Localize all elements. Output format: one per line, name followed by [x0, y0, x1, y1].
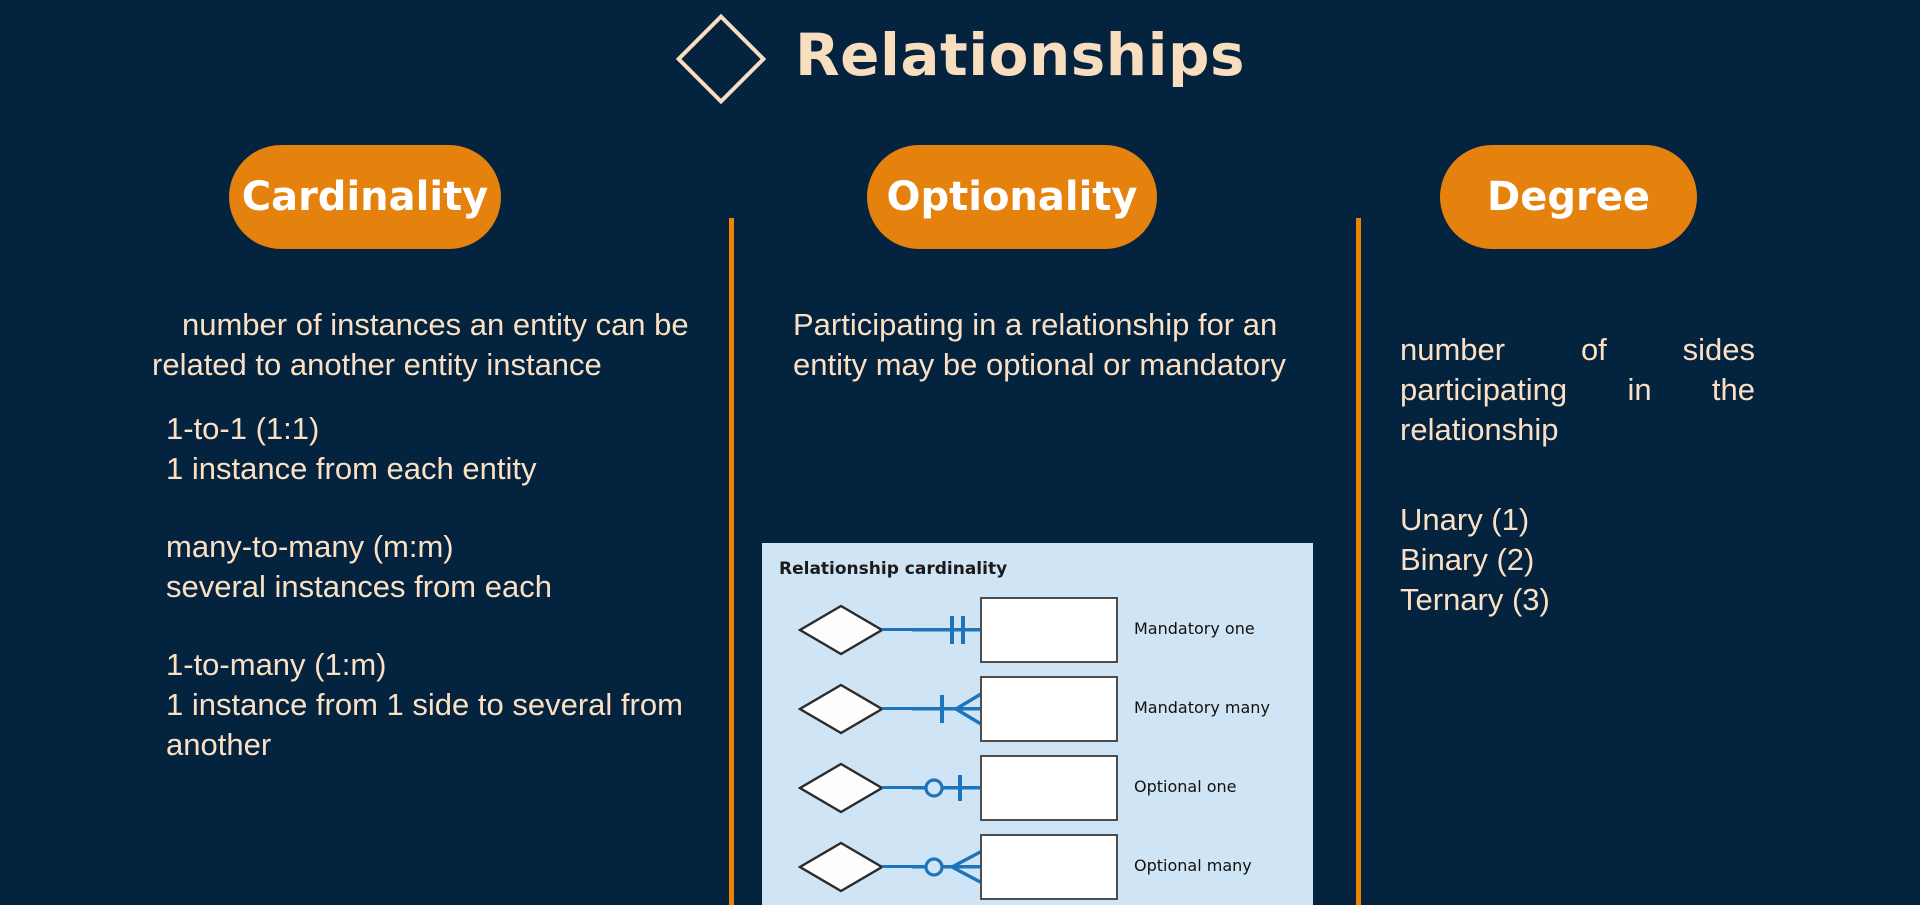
cardinality-item-2: many-to-many (m:m) several instances fro… [152, 527, 717, 607]
cardinality-item-3-desc: 1 instance from 1 side to several from a… [166, 686, 683, 762]
entity-box [980, 676, 1118, 742]
figure-row-label: Mandatory one [1134, 619, 1255, 638]
circle-bar-icon [912, 757, 986, 819]
figure-row-mandatory-many: Mandatory many [762, 670, 1313, 748]
column-cardinality: number of instances an entity can be rel… [152, 305, 717, 765]
optionality-lead: Participating in a relationship for an e… [793, 307, 1286, 382]
pill-cardinality: Cardinality [229, 145, 501, 249]
double-bar-icon [912, 599, 986, 661]
cardinality-item-1-desc: 1 instance from each entity [166, 450, 537, 486]
cardinality-item-2-name: many-to-many (m:m) [166, 528, 454, 564]
degree-list: Unary (1) Binary (2) Ternary (3) [1400, 450, 1755, 620]
diamond-outline-icon [675, 13, 767, 105]
bar-crowsfoot-icon [912, 678, 986, 740]
circle-crowsfoot-icon [912, 836, 986, 898]
entity-box [980, 755, 1118, 821]
slide-title-row: Relationships [0, 0, 1920, 110]
pill-optionality: Optionality [867, 145, 1157, 249]
degree-item-binary: Binary (2) [1400, 541, 1535, 577]
figure-row-label: Optional one [1134, 777, 1237, 796]
relationship-cardinality-figure: Relationship cardinality Mandatory one [762, 543, 1313, 905]
entity-box [980, 834, 1118, 900]
figure-row-optional-one: Optional one [762, 749, 1313, 827]
relationship-diamond-icon [798, 604, 884, 656]
cardinality-item-3: 1-to-many (1:m) 1 instance from 1 side t… [152, 645, 717, 765]
degree-lead: number of sides participating in the rel… [1400, 332, 1755, 447]
pill-degree: Degree [1440, 145, 1697, 249]
page-title: Relationships [795, 21, 1245, 89]
cardinality-lead: number of instances an entity can be rel… [152, 307, 689, 382]
cardinality-item-2-desc: several instances from each [166, 568, 552, 604]
entity-box [980, 597, 1118, 663]
degree-item-ternary: Ternary (3) [1400, 581, 1550, 617]
column-degree: number of sides participating in the rel… [1400, 330, 1755, 620]
relationship-diamond-icon [798, 683, 884, 735]
figure-row-optional-many: Optional many [762, 828, 1313, 905]
figure-row-mandatory-one: Mandatory one [762, 591, 1313, 669]
figure-row-label: Optional many [1134, 856, 1252, 875]
relationship-diamond-icon [798, 762, 884, 814]
degree-item-unary: Unary (1) [1400, 501, 1530, 537]
cardinality-item-3-name: 1-to-many (1:m) [166, 646, 387, 682]
column-optionality: Participating in a relationship for an e… [793, 305, 1313, 385]
cardinality-item-1: 1-to-1 (1:1) 1 instance from each entity [152, 409, 717, 489]
cardinality-item-1-name: 1-to-1 (1:1) [166, 410, 320, 446]
figure-title: Relationship cardinality [779, 559, 1008, 579]
relationship-diamond-icon [798, 841, 884, 893]
figure-row-label: Mandatory many [1134, 698, 1270, 717]
column-divider-right [1356, 218, 1361, 905]
column-divider-left [729, 218, 734, 905]
